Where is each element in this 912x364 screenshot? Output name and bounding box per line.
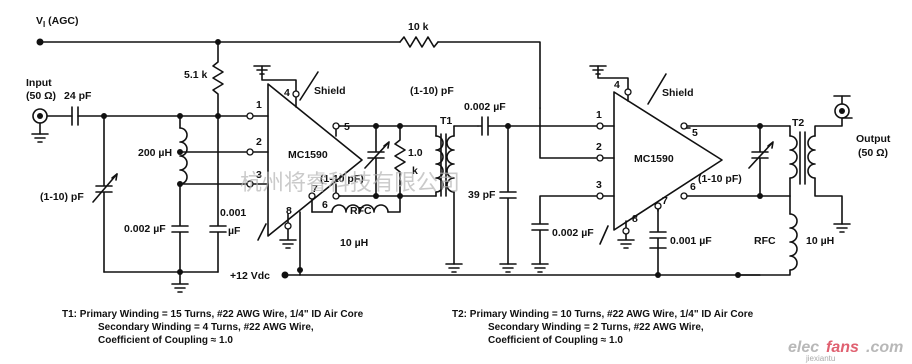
ic2-output-network — [737, 117, 851, 276]
label-vi-agc: VI (AGC) — [36, 15, 79, 29]
inductor-200uh — [171, 115, 251, 273]
ic1-pin-8: 8 — [286, 205, 292, 217]
brand-part-b: fans — [826, 339, 859, 356]
ic1-pin-3: 3 — [256, 169, 262, 181]
label-var-cap-4: (1-10 pF) — [698, 173, 742, 185]
note-t1-line1: T1: Primary Winding = 15 Turns, #22 AWG … — [62, 309, 364, 320]
label-10uh-1: 10 µH — [340, 237, 368, 249]
ic2-pin-1: 1 — [596, 109, 602, 121]
ic2-pin-8: 8 — [632, 213, 638, 225]
ic1-pin-5: 5 — [344, 121, 350, 133]
label-0-002uf-2: 0.002 µF — [464, 101, 506, 113]
label-ic1: MC1590 — [288, 149, 328, 161]
ic1-pin-6: 6 — [322, 199, 328, 211]
ic2-pin-2: 2 — [596, 141, 602, 153]
label-0-001uf-b: 0.001 µF — [670, 235, 712, 247]
label-1-0-k: k — [412, 165, 418, 177]
ic1-pin-1: 1 — [256, 99, 262, 111]
ic1-pin-numbers: 1 2 3 4 5 6 7 8 — [256, 87, 350, 217]
supply-rail — [281, 269, 761, 279]
label-1-0: 1.0 — [408, 147, 423, 159]
variable-capacitor-input — [92, 115, 118, 273]
rfc-10uh-ic1 — [297, 195, 401, 273]
label-shield-2: Shield — [662, 87, 694, 99]
ic1-mc1590 — [246, 65, 363, 249]
brand-part-a: elec — [788, 339, 819, 356]
input-connector — [31, 106, 251, 143]
ic2-mc1590 — [589, 65, 791, 276]
watermark-text: 杭州将睿科技有限公司 — [240, 171, 460, 196]
label-200uh: 200 µH — [138, 147, 172, 159]
stage2-input — [477, 107, 604, 273]
note-t2-line2: Secondary Winding = 2 Turns, #22 AWG Wir… — [488, 322, 704, 333]
label-5-1k: 5.1 k — [184, 69, 208, 81]
label-output: Output — [856, 133, 891, 145]
resistor-5-1k — [212, 41, 224, 117]
ic1-pin-4: 4 — [284, 87, 290, 99]
label-t2: T2 — [792, 117, 804, 129]
ground-bus-left — [103, 269, 219, 293]
label-10uh-2: 10 µH — [806, 235, 834, 247]
label-var-cap-1: (1-10) pF — [40, 191, 84, 203]
label-39pf: 39 pF — [468, 189, 496, 201]
ic2-pin-numbers: 1 2 3 4 5 6 7 8 — [596, 79, 698, 225]
ic1-pin-2: 2 — [256, 136, 262, 148]
ic2-pin-5: 5 — [692, 127, 698, 139]
ic2-pin-7: 7 — [662, 195, 668, 207]
label-var-cap-3: (1-10) pF — [410, 85, 454, 97]
label-0-002uf-1: 0.002 µF — [124, 223, 166, 235]
label-shield-1: Shield — [314, 85, 346, 97]
ic2-pin-4: 4 — [614, 79, 620, 91]
agc-rail — [36, 36, 541, 109]
label-rfc-1: RFC — [350, 205, 372, 217]
label-0-002uf-3: 0.002 µF — [552, 227, 594, 239]
output-connector — [833, 95, 853, 119]
label-t1: T1 — [440, 115, 452, 127]
label-input-impedance: (50 Ω) — [26, 90, 56, 102]
note-t2-line1: T2: Primary Winding = 10 Turns, #22 AWG … — [452, 309, 754, 320]
label-output-impedance: (50 Ω) — [858, 147, 888, 159]
label-10k: 10 k — [408, 21, 429, 33]
note-t1-line2: Secondary Winding = 4 Turns, #22 AWG Wir… — [98, 322, 314, 333]
ic1-pin-7: 7 — [312, 183, 318, 195]
note-t2-line3: Coefficient of Coupling ≈ 1.0 — [488, 335, 623, 346]
capacitor-0-001uf-a — [209, 115, 227, 273]
label-0-001uf-a-unit: µF — [228, 225, 241, 237]
label-0-001uf-a: 0.001 — [220, 207, 246, 219]
label-ic2: MC1590 — [634, 153, 674, 165]
ic2-pin-3: 3 — [596, 179, 602, 191]
label-24pf: 24 pF — [64, 90, 92, 102]
label-var-cap-2: (1-10 pF) — [320, 173, 364, 185]
ic1-output-network — [338, 123, 479, 273]
label-rfc-2: RFC — [754, 235, 776, 247]
label-12vdc: +12 Vdc — [230, 270, 270, 282]
brand-watermark: elec fans .com jiexiantu — [788, 339, 903, 363]
label-input: Input — [26, 77, 52, 89]
ic2-pin-6: 6 — [690, 181, 696, 193]
brand-part-c: .com — [866, 339, 903, 356]
brand-sub: jiexiantu — [805, 354, 835, 363]
note-t1-line3: Coefficient of Coupling ≈ 1.0 — [98, 335, 233, 346]
